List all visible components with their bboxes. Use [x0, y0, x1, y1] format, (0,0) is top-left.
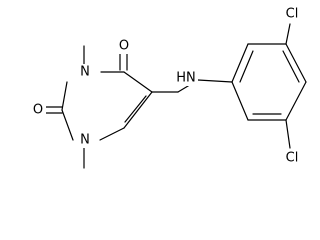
atom-cl-top: Cl: [282, 6, 302, 22]
atom-o-left-label: O: [33, 103, 43, 118]
atom-n3-label: N: [80, 65, 90, 80]
atom-nh: HN: [174, 70, 198, 86]
bond-aromatic-inner-2: [282, 50, 300, 83]
bond-c5-c6-inner: [124, 95, 147, 123]
atom-n1-label: N: [80, 133, 90, 148]
bond-c5-c6: [123, 91, 153, 129]
atom-o-top-label: O: [119, 39, 129, 54]
atom-n1: N: [77, 132, 93, 148]
bond-ar3-ar4: [285, 43, 307, 83]
bond-ar1-ar2: [231, 43, 249, 83]
atom-cl-top-label: Cl: [286, 7, 299, 22]
bond-ar5-cl: [285, 119, 291, 149]
atom-n3: N: [77, 64, 93, 80]
atom-nh-label: HN: [176, 71, 196, 86]
atom-cl-bottom-label: Cl: [286, 151, 299, 166]
bond-c6-n1: [99, 127, 125, 141]
atom-cl-bottom: Cl: [282, 150, 302, 166]
chemical-structure-diagram: O N O N HN Cl Cl: [30, 6, 307, 169]
bond-c2-n3: [61, 81, 68, 111]
atom-o-left: O: [30, 102, 46, 118]
bond-n1-c2: [61, 109, 74, 141]
bond-nh-aryl: [197, 79, 233, 83]
bond-c4-c5: [123, 71, 153, 93]
bond-ar6-ar1: [231, 81, 249, 121]
bond-ar3-cl: [285, 23, 291, 45]
bond-aromatic-inner-1: [239, 50, 254, 83]
atom-o-top: O: [116, 38, 132, 54]
bond-ar4-ar5: [285, 81, 307, 121]
